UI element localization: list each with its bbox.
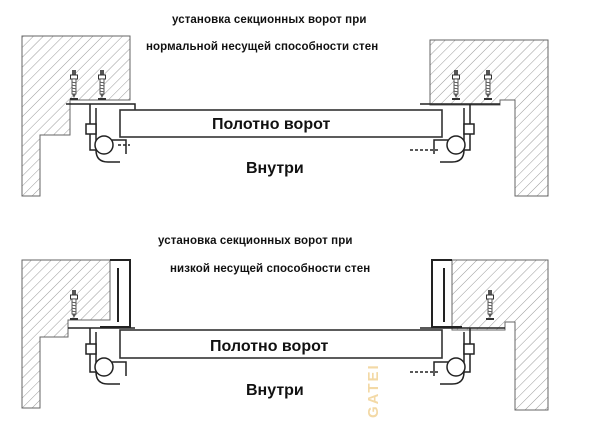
bottom-caption-line1: установка секционных ворот при — [158, 235, 353, 247]
left-bracket-lower — [68, 327, 135, 385]
door-panel: Полотно ворот — [119, 109, 443, 138]
right-bracket-lower — [410, 327, 505, 385]
bottom-installation-diagram: Полотно ворот Внутри GATEI — [21, 259, 549, 418]
right-wall — [429, 39, 549, 197]
top-installation-diagram: Полотно ворот Внутри — [21, 35, 549, 197]
left-wall — [21, 35, 131, 197]
panel-label-lower: Полотно ворот — [210, 338, 328, 355]
door-panel-lower: Полотно ворот — [119, 329, 443, 359]
watermark: GATEI — [365, 363, 382, 418]
top-caption-line2: нормальной несущей способности стен — [146, 41, 379, 53]
right-steel-frame — [431, 259, 462, 328]
bottom-caption-line2: низкой несущей способности стен — [170, 263, 371, 275]
left-bracket — [66, 103, 136, 163]
right-wall-lower — [451, 259, 549, 411]
left-wall-lower — [21, 259, 111, 409]
right-bracket — [410, 103, 500, 163]
inside-label: Внутри — [246, 160, 304, 177]
left-steel-frame — [100, 259, 131, 328]
panel-label: Полотно ворот — [212, 116, 330, 133]
inside-label-lower: Внутри — [246, 382, 304, 399]
top-caption-line1: установка секционных ворот при — [172, 14, 367, 26]
